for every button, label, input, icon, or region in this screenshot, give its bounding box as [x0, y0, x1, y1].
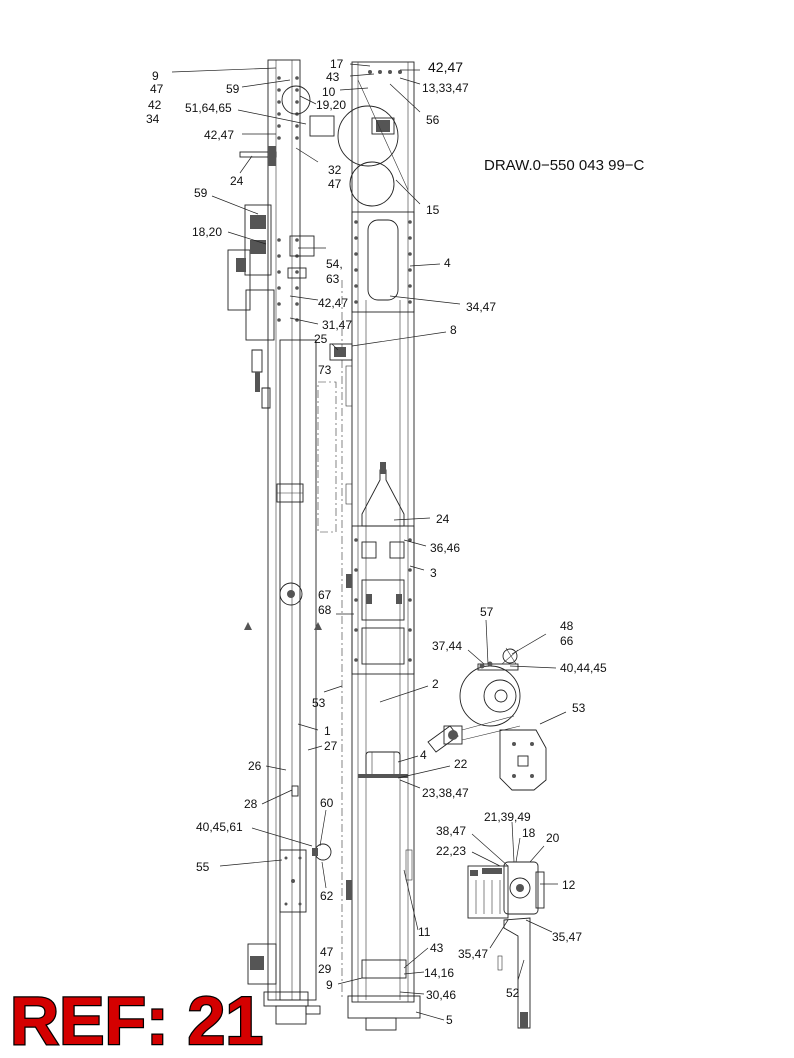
- callout: 43: [326, 70, 340, 84]
- callout: 42,47: [428, 59, 463, 75]
- callout: 13,33,47: [422, 81, 469, 95]
- callout: 47: [150, 82, 164, 96]
- drawing-number: DRAW.0−550 043 99−C: [484, 157, 645, 174]
- callout: 4: [420, 748, 427, 762]
- callout: 36,46: [430, 541, 460, 555]
- callout: 31,47: [322, 318, 352, 332]
- callout: 66: [560, 634, 574, 648]
- callout: 20: [546, 831, 560, 845]
- callout: 22: [454, 757, 468, 771]
- callout-labels: 9 47 42 34 51,64,65 59 42,47 19,20 32 47…: [146, 57, 607, 1027]
- callout: 34: [146, 112, 160, 126]
- callout: 38,47: [436, 824, 466, 838]
- callout: 47: [320, 945, 334, 959]
- callout: 67: [318, 588, 332, 602]
- callout: 62: [320, 889, 334, 903]
- callout: 23,38,47: [422, 786, 469, 800]
- callout: 68: [318, 603, 332, 617]
- callout: 56: [426, 113, 440, 127]
- callout: 15: [426, 203, 440, 217]
- callout: 10: [322, 85, 336, 99]
- callout: 53: [572, 701, 586, 715]
- callout: 42,47: [318, 296, 348, 310]
- callout: 25: [314, 332, 328, 346]
- callout: 30,46: [426, 988, 456, 1002]
- callout: 32: [328, 163, 342, 177]
- left-mast: [227, 59, 335, 1025]
- callout: 8: [450, 323, 457, 337]
- callout: 14,16: [424, 966, 454, 980]
- callout: 59: [226, 82, 240, 96]
- callout: 26: [248, 759, 262, 773]
- callout: 59: [194, 186, 208, 200]
- callout: 35,47: [552, 930, 582, 944]
- callout: 53: [312, 696, 326, 710]
- callout: 3: [430, 566, 437, 580]
- reel-detail: [427, 647, 547, 791]
- callout: 28: [244, 797, 258, 811]
- callout: 9: [326, 978, 333, 992]
- callout: 5: [446, 1013, 453, 1027]
- callout: 24: [436, 512, 450, 526]
- callout: 40,44,45: [560, 661, 607, 675]
- callout: 63: [326, 272, 340, 286]
- callout: 9: [152, 69, 159, 83]
- callout: 57: [480, 605, 494, 619]
- callout: 52: [506, 986, 520, 1000]
- callout: 54,: [326, 257, 343, 271]
- callout: 29: [318, 962, 332, 976]
- callout: 73: [318, 363, 332, 377]
- callout: 55: [196, 860, 210, 874]
- callout: 34,47: [466, 300, 496, 314]
- callout: 11: [418, 925, 431, 939]
- callout: 12: [562, 878, 576, 892]
- callout: 35,47: [458, 947, 488, 961]
- motor-detail: [467, 861, 545, 1029]
- ref-label: REF: 21: [10, 983, 263, 1053]
- callout: 17: [330, 57, 344, 71]
- callout: 27: [324, 739, 338, 753]
- callout: 40,45,61: [196, 820, 243, 834]
- right-mast: [329, 61, 421, 1031]
- callout: 19,20: [316, 98, 346, 112]
- callout: 2: [432, 677, 439, 691]
- callout: 21,39,49: [484, 810, 531, 824]
- callout: 18: [522, 826, 536, 840]
- callout: 1: [324, 724, 331, 738]
- callout: 43: [430, 941, 444, 955]
- callout: 42,47: [204, 128, 234, 142]
- callout: 42: [148, 98, 162, 112]
- callout: 24: [230, 174, 244, 188]
- left-motor-assembly: [227, 204, 275, 409]
- callout: 18,20: [192, 225, 222, 239]
- callout: 4: [444, 256, 451, 270]
- callout: 37,44: [432, 639, 462, 653]
- callout: 22,23: [436, 844, 466, 858]
- callout: 47: [328, 177, 342, 191]
- callout: 48: [560, 619, 574, 633]
- callout: 60: [320, 796, 334, 810]
- leader-lines: [171, 63, 567, 1021]
- callout: 51,64,65: [185, 101, 232, 115]
